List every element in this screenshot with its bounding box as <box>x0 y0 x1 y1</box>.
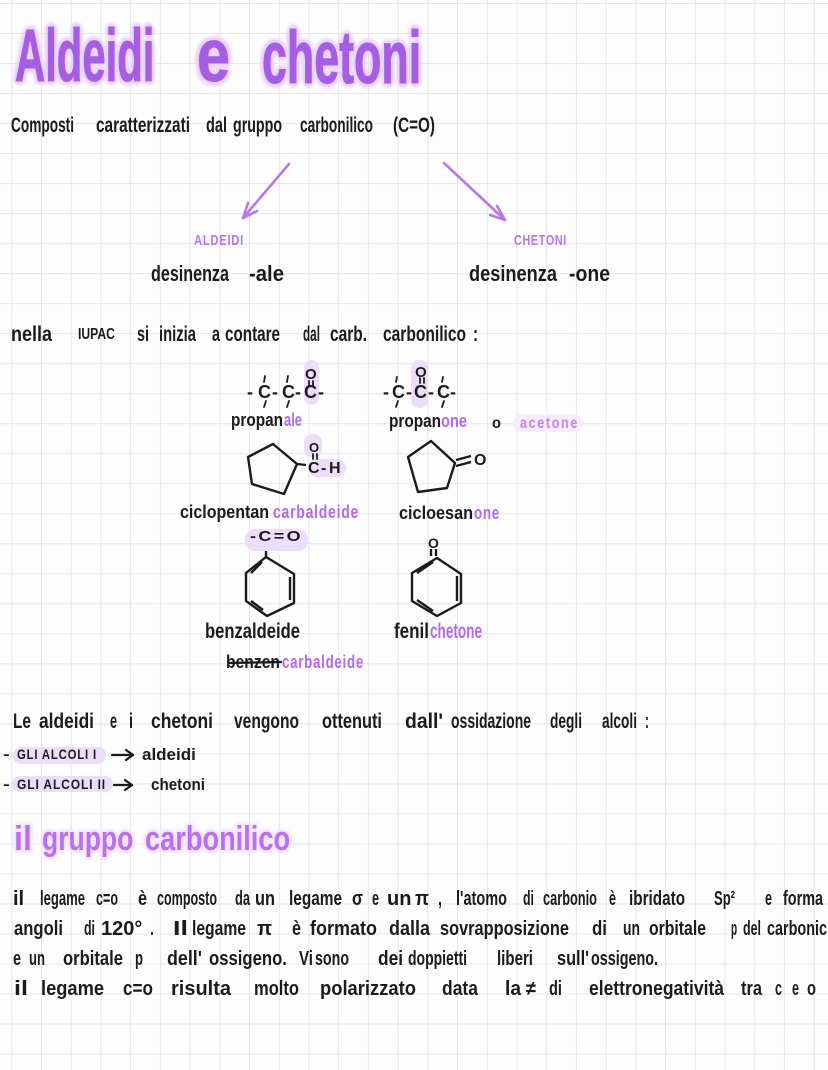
svg-text:-: - <box>295 382 301 402</box>
svg-text:O: O <box>474 452 486 469</box>
svg-text:C: C <box>282 382 295 402</box>
svg-text:O: O <box>415 364 427 381</box>
svg-text:-: - <box>406 382 412 402</box>
svg-text:C: C <box>308 460 320 477</box>
svg-text:C: C <box>304 382 317 402</box>
svg-text:C: C <box>258 382 271 402</box>
svg-text:C: C <box>414 382 427 402</box>
svg-text:-: - <box>450 382 456 402</box>
svg-text:H: H <box>329 460 341 477</box>
svg-text:-: - <box>272 382 278 402</box>
svg-text:-: - <box>383 382 389 402</box>
svg-text:-: - <box>247 382 253 402</box>
svg-text:O: O <box>309 440 319 455</box>
svg-text:-: - <box>428 382 434 402</box>
svg-text:O: O <box>305 366 317 383</box>
svg-text:-: - <box>321 460 326 477</box>
svg-text:O: O <box>428 535 439 551</box>
svg-text:C: C <box>392 382 405 402</box>
svg-text:C: C <box>437 382 450 402</box>
svg-text:-: - <box>318 382 324 402</box>
